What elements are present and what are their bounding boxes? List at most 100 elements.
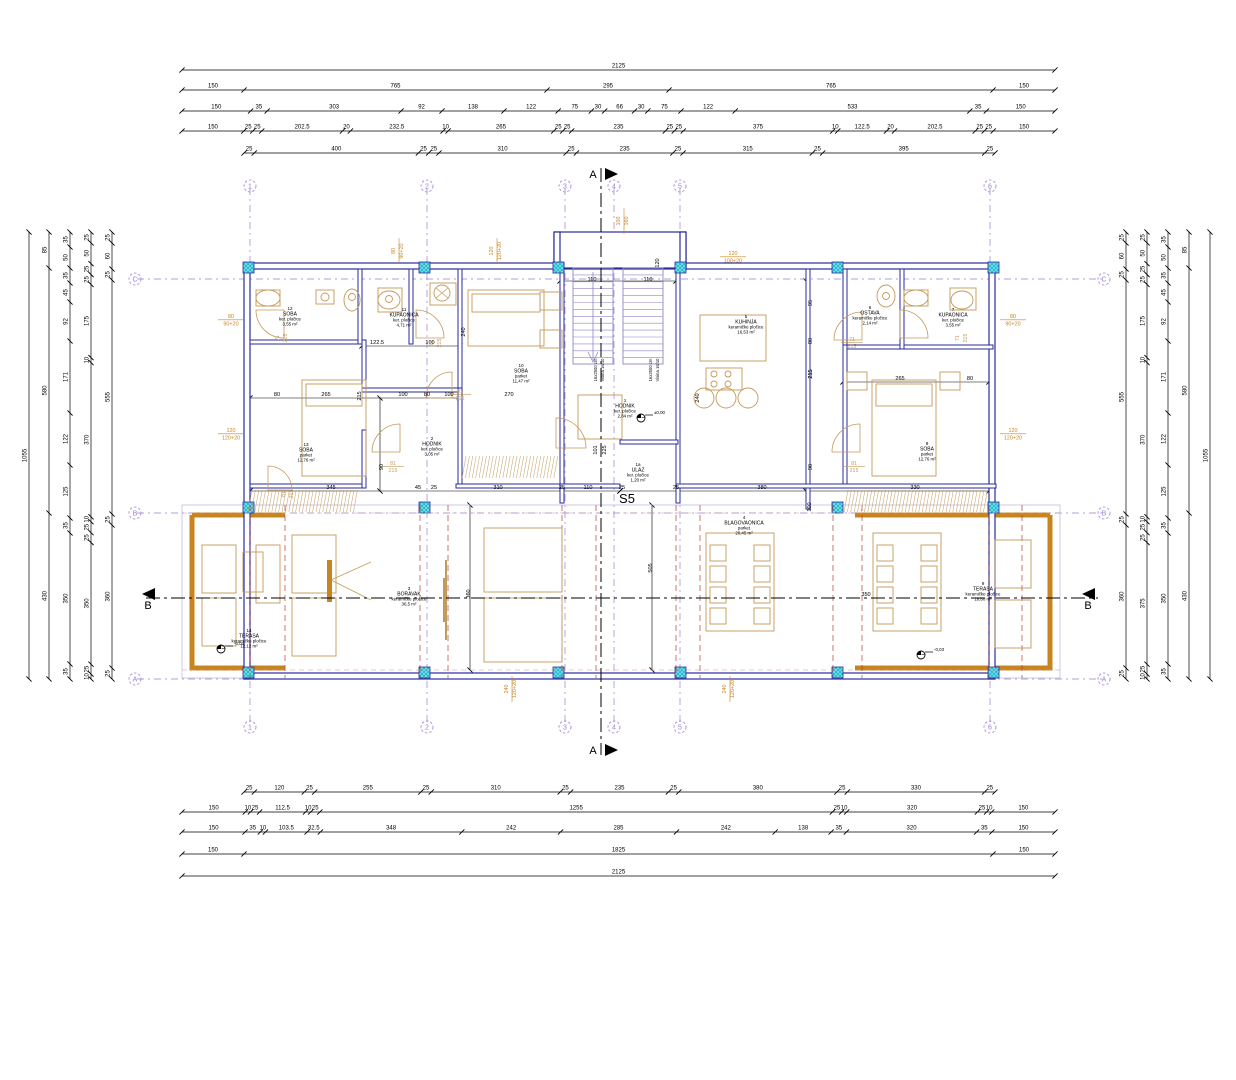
section-marker-label: A	[589, 169, 597, 181]
toilet-bowl	[348, 293, 356, 301]
dim-tick	[249, 128, 256, 134]
dim-tick	[179, 809, 185, 815]
dim-tick	[981, 789, 988, 795]
terrace-layer	[181, 504, 1061, 679]
dim-tick	[1123, 277, 1129, 283]
dim-tick	[247, 809, 254, 815]
parquet-line	[312, 489, 317, 513]
dim-tick	[1052, 67, 1058, 73]
interior-dimension: 350	[861, 592, 870, 598]
dim-tick	[1165, 244, 1171, 250]
dim-tick	[428, 789, 435, 795]
dim-text: 25	[106, 516, 112, 523]
room-number: 7	[952, 307, 955, 312]
parquet-line	[843, 489, 849, 513]
dim-tick	[988, 809, 995, 815]
interior-dimension: 100	[398, 392, 407, 398]
bed-13	[301, 379, 367, 477]
dim-text: 25	[420, 147, 427, 153]
dining-chair-l22	[876, 586, 894, 604]
parquet-line	[285, 489, 290, 513]
opening-height: 100+20	[724, 258, 742, 264]
parquet-line	[864, 489, 869, 513]
dim-tick	[316, 809, 323, 815]
entry-closet	[577, 394, 623, 440]
dining-chair-l20	[876, 544, 894, 562]
dim-text: 112.5	[275, 806, 290, 812]
interior-dimension: 265	[321, 392, 330, 398]
dim-tick	[1144, 260, 1150, 267]
room-number: 13	[303, 442, 309, 447]
walls-layer	[242, 231, 1000, 680]
sofa-left	[291, 534, 337, 594]
dim-tick	[678, 108, 684, 114]
right-chain-5: 1055	[1204, 232, 1211, 679]
dim-text: 60	[106, 252, 112, 259]
parquet-line	[553, 455, 559, 479]
washer-cross	[435, 287, 449, 299]
grid-bubble-label: 6	[988, 724, 992, 731]
dim-tick	[88, 271, 94, 278]
room-finish: ker. pločice	[627, 473, 650, 478]
sheet-reference: S5	[619, 491, 635, 506]
door-height: 215	[283, 334, 289, 343]
dim-tick	[109, 676, 115, 682]
dim-text: 125	[1162, 486, 1168, 497]
dim-tick	[440, 128, 447, 134]
dim-text: 360	[1120, 591, 1126, 602]
dim-text: 10	[305, 806, 312, 812]
dim-text: 66	[616, 105, 623, 111]
parquet-line	[891, 489, 896, 513]
dim-tick	[1144, 529, 1150, 536]
dim-text: 25	[976, 125, 983, 131]
dim-text: 25	[814, 147, 821, 153]
grid-bubble-label: 1	[248, 183, 252, 190]
parquet-line	[322, 489, 328, 513]
dim-tick	[179, 851, 185, 857]
grid-bubble-label: B	[133, 510, 138, 517]
parquet-line	[346, 489, 351, 513]
dining-chair-r23	[920, 607, 938, 625]
dim-tick	[559, 128, 566, 134]
room-finish: ker. pločice	[393, 318, 416, 323]
dim-text: 10	[832, 125, 839, 131]
opening-height: 90+20	[223, 321, 238, 327]
stair-spec: 16x2500 cm	[593, 358, 598, 381]
opening-width: 100	[616, 217, 622, 226]
dim-tick	[680, 150, 687, 156]
opening-width: 80	[391, 248, 397, 254]
door-width: 81	[457, 389, 463, 395]
room-area: 3,55 m²	[946, 323, 961, 328]
bed-10	[467, 289, 545, 347]
interior-dimension: 380	[757, 485, 766, 491]
dim-tick	[988, 829, 995, 835]
dining-chair-r21	[920, 565, 938, 583]
interior-dimension: 25	[559, 485, 565, 491]
section-marker-label: B	[144, 600, 151, 612]
dim-tick	[974, 809, 981, 815]
parquet-line	[302, 489, 307, 513]
dim-text: 285	[613, 826, 624, 832]
dim-text: 255	[363, 786, 374, 792]
interior-dimension: 215	[808, 369, 814, 378]
dim-text: 1055	[23, 448, 29, 462]
dim-text: 370	[85, 434, 91, 445]
dim-text: 25	[106, 234, 112, 241]
dim-text: 35	[64, 668, 70, 675]
dim-tick	[240, 128, 247, 134]
concrete-column	[987, 666, 1000, 679]
opening-width: 240	[722, 685, 728, 694]
dim-tick	[573, 150, 580, 156]
partition-bath12	[249, 339, 363, 345]
dim-tick	[1144, 539, 1150, 546]
parquet-line	[925, 489, 930, 513]
room-finish: parket	[515, 374, 528, 379]
parquet-line	[904, 489, 910, 513]
